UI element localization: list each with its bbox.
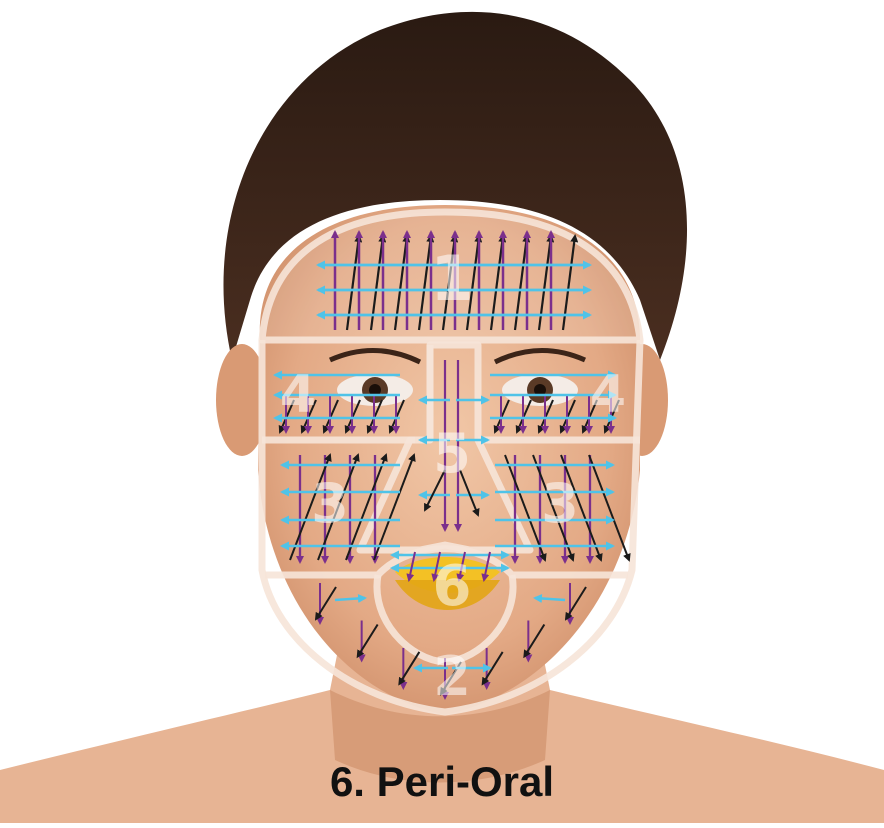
zone-number-left-eye: 4	[280, 365, 316, 425]
zone-number-chin-jaw: 2	[433, 645, 471, 708]
zone-number-nose: 5	[433, 422, 471, 485]
zone-number-right-eye: 4	[590, 365, 626, 425]
zone-number-right-cheek: 3	[541, 472, 579, 535]
zone-number-forehead: 1	[430, 242, 473, 315]
zone-number-peri-oral: 6	[433, 554, 472, 619]
zone-number-left-cheek: 3	[311, 472, 349, 535]
diagram-caption: 6. Peri-Oral	[0, 758, 884, 806]
